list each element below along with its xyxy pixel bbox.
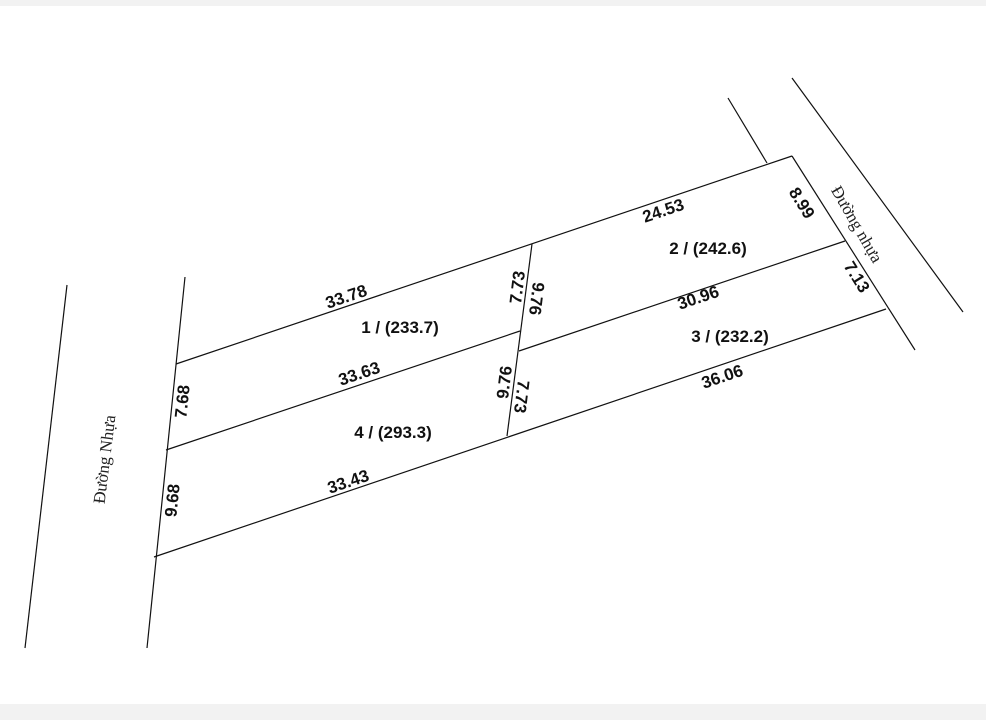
dim-right-lower: 7.13 (840, 258, 874, 296)
dim-divider-upper-a: 7.73 (506, 270, 529, 305)
right-road-edge-inner (727, 97, 768, 164)
plot-2-label: 2 / (242.6) (669, 239, 747, 258)
dim-divider-upper-b: 9.76 (525, 281, 548, 316)
top-boundary (175, 155, 793, 365)
right-boundary (791, 155, 916, 351)
left-road-label: Đường Nhựa (90, 413, 120, 504)
plot-4-label: 4 / (293.3) (354, 423, 432, 442)
left-road-edge (24, 284, 68, 649)
dim-divider-lower-a: 9.76 (493, 365, 516, 400)
plot2-plot3-divider (518, 240, 846, 352)
dim-bottom-right: 36.06 (699, 361, 745, 393)
plot-3-label: 3 / (232.2) (691, 327, 769, 346)
plot-1-label: 1 / (233.7) (361, 318, 439, 337)
right-road-edge-outer (791, 77, 964, 313)
dim-bottom-left: 33.43 (325, 466, 371, 498)
dim-left-upper: 7.68 (171, 384, 193, 419)
dim-divider-lower-b: 7.73 (510, 379, 533, 414)
left-boundary (146, 276, 186, 649)
dim-mid-right: 30.96 (675, 282, 721, 314)
plot-map: Đường Nhựa Đường nhựa 1 / (233.7) 2 / (2… (0, 6, 986, 704)
plot1-plot4-divider (165, 330, 521, 451)
dim-top-left: 33.78 (323, 281, 369, 313)
dim-left-lower: 9.68 (161, 483, 183, 518)
middle-divider (506, 243, 533, 437)
bottom-boundary (153, 308, 887, 558)
